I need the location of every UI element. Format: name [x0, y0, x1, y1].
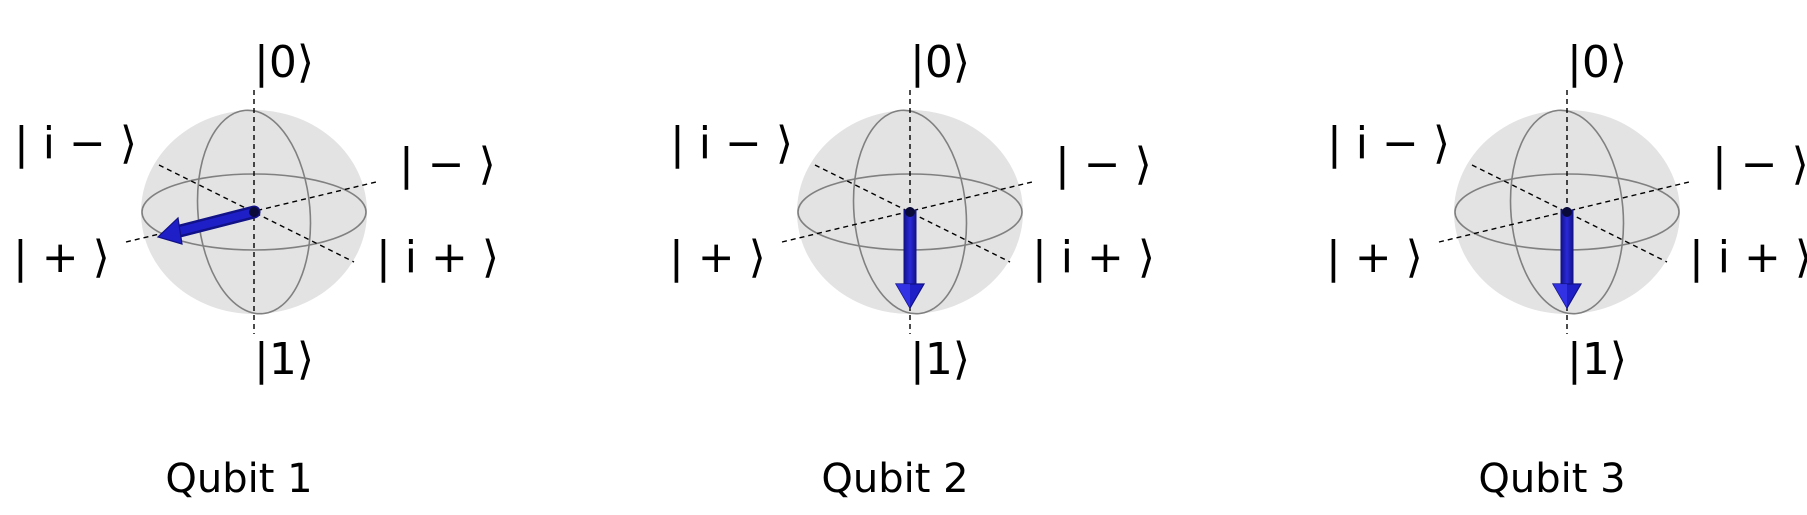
sphere-title: Qubit 3	[1478, 456, 1625, 502]
label-ket-1: |1⟩	[1567, 334, 1627, 385]
label-ket-0: |0⟩	[910, 37, 970, 88]
label-ket-plus: | + ⟩	[669, 232, 766, 283]
label-ket-i-minus: | i − ⟩	[14, 118, 137, 169]
state-vector-shaft	[1560, 209, 1574, 287]
sphere-title: Qubit 2	[821, 456, 968, 502]
state-vector	[156, 205, 261, 245]
label-ket-minus: | − ⟩	[1055, 139, 1152, 190]
meridian-ellipse	[196, 109, 312, 315]
meridian-ellipse	[852, 109, 968, 315]
label-ket-0: |0⟩	[254, 37, 314, 88]
bloch-sphere-3: |0⟩ |1⟩ | i − ⟩ | − ⟩ | + ⟩ | i + ⟩ Qubit 3	[1326, 37, 1807, 502]
label-ket-minus: | − ⟩	[1712, 139, 1807, 190]
label-ket-plus: | + ⟩	[1326, 232, 1423, 283]
state-vector-head	[156, 216, 183, 245]
state-vector-shaft	[903, 209, 917, 287]
state-vector-head-shade	[896, 284, 910, 308]
label-ket-i-plus: | i + ⟩	[1689, 232, 1807, 283]
state-vector-head-shade	[1553, 284, 1567, 308]
label-ket-plus: | + ⟩	[13, 232, 110, 283]
state-vector	[1551, 207, 1583, 310]
label-ket-i-minus: | i − ⟩	[1327, 118, 1450, 169]
label-ket-i-plus: | i + ⟩	[376, 232, 499, 283]
label-ket-i-minus: | i − ⟩	[670, 118, 793, 169]
label-ket-minus: | − ⟩	[399, 139, 496, 190]
state-vector	[894, 207, 926, 310]
label-ket-0: |0⟩	[1567, 37, 1627, 88]
bloch-sphere-1: |0⟩ |1⟩ | i − ⟩ | − ⟩ | + ⟩ | i + ⟩ Qubit 1	[13, 37, 499, 502]
meridian-ellipse	[1509, 109, 1625, 315]
sphere-title: Qubit 1	[165, 456, 312, 502]
label-ket-i-plus: | i + ⟩	[1032, 232, 1155, 283]
state-vector-shaft	[172, 208, 258, 236]
origin-dot	[905, 207, 915, 217]
origin-dot	[1562, 207, 1572, 217]
origin-dot	[249, 207, 259, 217]
label-ket-1: |1⟩	[910, 334, 970, 385]
bloch-sphere-2: |0⟩ |1⟩ | i − ⟩ | − ⟩ | + ⟩ | i + ⟩ Qubit 2	[669, 37, 1155, 502]
label-ket-1: |1⟩	[254, 334, 314, 385]
